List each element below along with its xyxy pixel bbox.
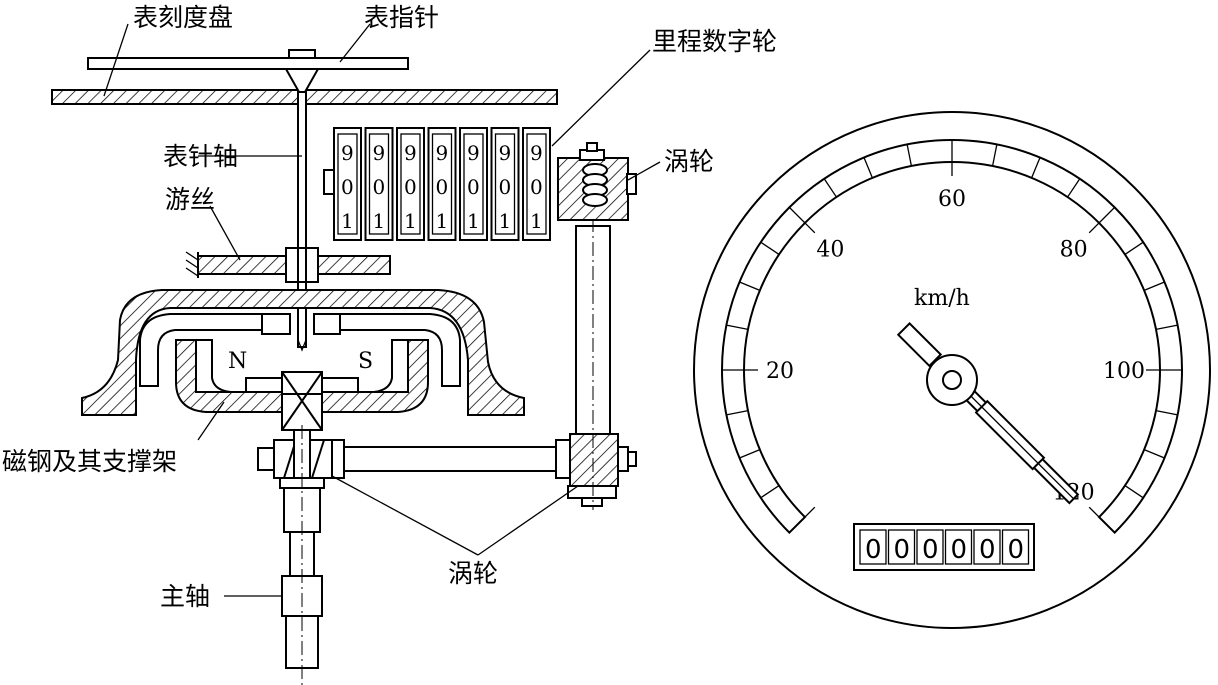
scale-tick	[760, 485, 780, 499]
odometer-cell	[1001, 529, 1030, 565]
odometer-digit: 0	[979, 535, 996, 565]
scale-tick	[823, 178, 837, 198]
label-worm-bottom: 涡轮	[448, 559, 498, 588]
scale-tick	[1124, 485, 1144, 499]
label-pointer: 表指针	[364, 3, 439, 32]
gauge-bezel	[693, 111, 1211, 629]
housing-cup	[81, 289, 525, 416]
digit-wheel-digit: 9	[499, 141, 512, 165]
scale-tick	[788, 206, 816, 234]
scale-number: 40	[816, 237, 844, 262]
scale-tick	[1155, 324, 1178, 331]
odometer-window	[853, 523, 1035, 571]
odometer-digit: 0	[1008, 535, 1025, 565]
pointer-shaft	[297, 91, 307, 348]
pointer-hub	[288, 49, 316, 59]
digit-wheel-digit: 0	[530, 175, 543, 199]
digit-wheel-digit: 9	[467, 141, 480, 165]
unit-label: km/h	[914, 286, 970, 311]
worm-shaft	[257, 433, 637, 487]
gauge-needle	[896, 322, 1080, 505]
magnet-north	[195, 339, 231, 393]
odometer-digit: 0	[922, 535, 939, 565]
scale-tick	[739, 281, 761, 292]
scale-tick	[726, 324, 749, 331]
digit-wheel-digit: 1	[341, 209, 354, 233]
top-worm-gear	[557, 142, 637, 221]
scale-tick	[1143, 281, 1165, 292]
scale-tick	[1143, 448, 1165, 459]
scale-tick	[863, 157, 874, 179]
digit-wheel-digit: 0	[373, 175, 386, 199]
odometer-cell	[944, 529, 973, 565]
digit-wheel-digit: 1	[373, 209, 386, 233]
digit-wheel-digit: 0	[436, 175, 449, 199]
vertical-drive-shaft	[567, 170, 617, 510]
scale-tick	[739, 448, 761, 459]
leader-lines	[103, 23, 661, 597]
pointer-bar	[87, 57, 409, 70]
scale-tick	[726, 409, 749, 416]
label-magnet: 磁钢及其支撑架	[2, 447, 177, 476]
scale-number: 80	[1060, 237, 1088, 262]
scale-tick	[1155, 409, 1178, 416]
scale-tick	[906, 144, 913, 167]
digit-wheel-digit: 9	[404, 141, 417, 165]
needle-hub-inner	[942, 370, 962, 390]
label-odometer-wheels: 里程数字轮	[652, 27, 777, 56]
scale-tick	[1030, 157, 1041, 179]
digit-wheel-digit: 1	[436, 209, 449, 233]
odometer-digit: 0	[865, 535, 882, 565]
scale-tick	[788, 506, 816, 534]
digit-wheel-digit: 1	[530, 209, 543, 233]
odometer-cell	[973, 529, 1001, 565]
odometer-digit: 0	[894, 535, 911, 565]
scale-band	[721, 138, 1183, 535]
digit-wheel-digit: 0	[341, 175, 354, 199]
digit-wheel-digit: 1	[467, 209, 480, 233]
scale-tick	[1088, 206, 1116, 234]
odometer-cell	[859, 529, 887, 565]
digit-wheel-digit: 0	[404, 175, 417, 199]
scale-number: 100	[1103, 359, 1145, 384]
label-worm-top: 涡轮	[664, 147, 714, 176]
digit-wheel-digit: 1	[404, 209, 417, 233]
scale-number: 60	[938, 187, 966, 212]
scale-numbers: 20406080100120	[766, 187, 1145, 506]
hairspring	[185, 247, 391, 283]
label-main-shaft: 主轴	[160, 582, 210, 611]
scale-number: 20	[766, 359, 794, 384]
pole-n-label: N	[228, 349, 247, 374]
digit-wheel-digit: 9	[373, 141, 386, 165]
odometer-digit: 0	[951, 535, 968, 565]
digit-wheel-digit: 1	[499, 209, 512, 233]
digit-wheel-digit: 0	[499, 175, 512, 199]
scale-ticks	[722, 140, 1182, 534]
digit-wheel-digit: 9	[341, 141, 354, 165]
pointer-cone	[284, 68, 320, 93]
digit-wheel-digit: 0	[467, 175, 480, 199]
digit-wheel-digit: 9	[530, 141, 543, 165]
scale-tick	[1124, 241, 1144, 255]
odometer-cell	[887, 529, 916, 565]
pole-s-label: S	[358, 349, 373, 374]
scale-tick	[1088, 506, 1116, 534]
scale-tick	[1067, 178, 1081, 198]
scale-tick	[991, 144, 998, 167]
scale-tick	[760, 241, 780, 255]
label-dial: 表刻度盘	[133, 3, 233, 32]
label-hairspring: 游丝	[165, 185, 215, 214]
digit-wheel-digit: 9	[436, 141, 449, 165]
odometer-cell	[916, 529, 944, 565]
label-pointer-shaft: 表针轴	[163, 142, 238, 171]
magnet-south	[373, 339, 409, 393]
